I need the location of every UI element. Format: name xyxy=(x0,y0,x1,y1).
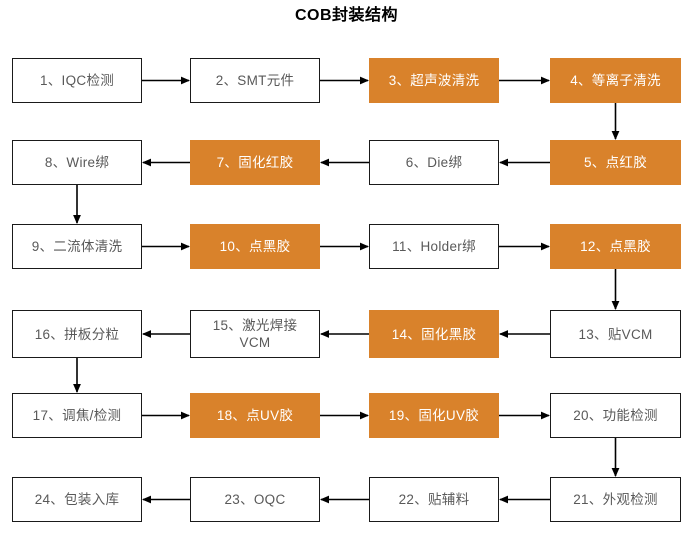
process-node-8[interactable]: 8、Wire绑 xyxy=(12,140,142,185)
process-node-label-24: 24、包装入库 xyxy=(34,492,120,507)
process-node-3[interactable]: 3、超声波清洗 xyxy=(369,58,499,103)
process-node-label-20: 20、功能检测 xyxy=(573,408,658,423)
process-node-21[interactable]: 21、外观检测 xyxy=(550,477,681,522)
process-node-label-2: 2、SMT元件 xyxy=(215,73,295,88)
process-node-label-12: 12、点黑胶 xyxy=(580,239,651,254)
process-node-2[interactable]: 2、SMT元件 xyxy=(190,58,320,103)
process-node-23[interactable]: 23、OQC xyxy=(190,477,320,522)
process-node-label-5: 5、点红胶 xyxy=(583,155,647,170)
process-node-24[interactable]: 24、包装入库 xyxy=(12,477,142,522)
process-node-19[interactable]: 19、固化UV胶 xyxy=(369,393,499,438)
process-node-22[interactable]: 22、贴辅料 xyxy=(369,477,499,522)
process-node-18[interactable]: 18、点UV胶 xyxy=(190,393,320,438)
process-node-label-16: 16、拼板分粒 xyxy=(34,326,120,342)
process-node-11[interactable]: 11、Holder绑 xyxy=(369,224,499,269)
process-node-label-9: 9、二流体清洗 xyxy=(31,239,123,254)
process-node-13[interactable]: 13、贴VCM xyxy=(550,310,681,358)
process-node-label-19: 19、固化UV胶 xyxy=(388,408,480,423)
process-node-4[interactable]: 4、等离子清洗 xyxy=(550,58,681,103)
process-node-label-14: 14、固化黑胶 xyxy=(391,326,477,342)
process-node-6[interactable]: 6、Die绑 xyxy=(369,140,499,185)
process-node-16[interactable]: 16、拼板分粒 xyxy=(12,310,142,358)
process-node-label-17: 17、调焦/检测 xyxy=(32,408,122,423)
process-node-label-15: 15、激光焊接 VCM xyxy=(195,317,315,351)
process-node-label-18: 18、点UV胶 xyxy=(216,408,294,423)
process-node-20[interactable]: 20、功能检测 xyxy=(550,393,681,438)
page-title: COB封装结构 xyxy=(294,7,399,24)
process-node-9[interactable]: 9、二流体清洗 xyxy=(12,224,142,269)
process-node-14[interactable]: 14、固化黑胶 xyxy=(369,310,499,358)
process-node-label-22: 22、贴辅料 xyxy=(398,492,470,507)
process-node-7[interactable]: 7、固化红胶 xyxy=(190,140,320,185)
process-node-label-10: 10、点黑胶 xyxy=(219,239,291,254)
process-node-label-15-line-1: 15、激光焊接 xyxy=(212,318,298,333)
process-node-12[interactable]: 12、点黑胶 xyxy=(550,224,681,269)
process-node-5[interactable]: 5、点红胶 xyxy=(550,140,681,185)
process-node-label-11: 11、Holder绑 xyxy=(392,239,476,254)
process-node-label-23: 23、OQC xyxy=(224,492,286,507)
process-node-label-7: 7、固化红胶 xyxy=(216,155,294,170)
process-node-15[interactable]: 15、激光焊接 VCM xyxy=(190,310,320,358)
process-node-label-13: 13、贴VCM xyxy=(578,326,653,342)
process-node-label-3: 3、超声波清洗 xyxy=(388,73,480,88)
process-node-17[interactable]: 17、调焦/检测 xyxy=(12,393,142,438)
process-node-label-21: 21、外观检测 xyxy=(573,492,658,507)
process-node-10[interactable]: 10、点黑胶 xyxy=(190,224,320,269)
process-node-label-4: 4、等离子清洗 xyxy=(570,73,661,88)
process-node-label-6: 6、Die绑 xyxy=(405,155,463,170)
process-node-label-15-line-2: VCM xyxy=(239,335,271,350)
process-node-label-8: 8、Wire绑 xyxy=(44,155,110,170)
process-node-label-1: 1、IQC检测 xyxy=(39,73,115,88)
process-node-1[interactable]: 1、IQC检测 xyxy=(12,58,142,103)
